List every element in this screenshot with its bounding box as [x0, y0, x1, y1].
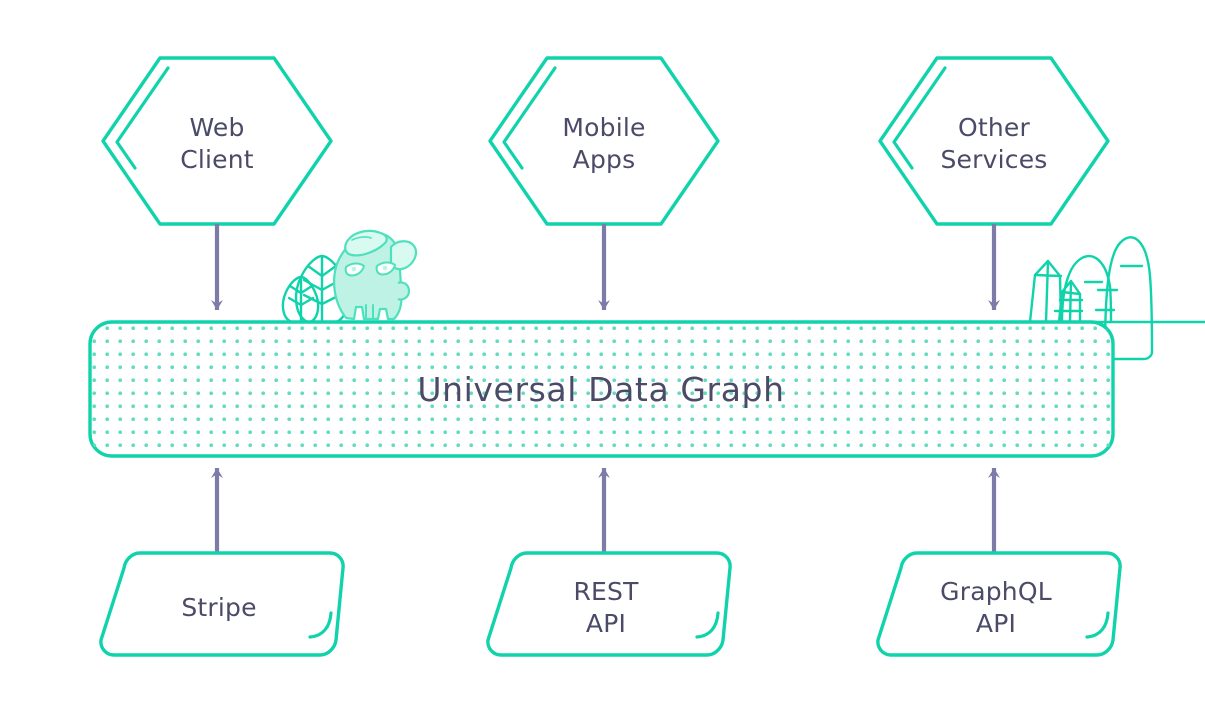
- source-boxes: Stripe REST API GraphQL API: [99, 551, 1122, 657]
- node-web-client[interactable]: Web Client: [101, 56, 333, 226]
- source-box-accent-arc: [1085, 611, 1110, 639]
- node-label-line1: Web: [189, 113, 244, 142]
- node-other-services[interactable]: Other Services: [878, 56, 1110, 226]
- node-graphql-api[interactable]: GraphQL API: [876, 551, 1122, 657]
- hill-small-icon: [1053, 255, 1113, 324]
- hexagon-accent-line: [115, 66, 170, 170]
- source-label-line1: REST: [573, 577, 639, 606]
- client-hexagons: Web Client Mobile Apps Other Services: [101, 56, 1110, 226]
- hexagon-shape: [488, 56, 720, 226]
- band-dot-pattern: [90, 322, 1113, 456]
- dinosaur-mascot-icon: [333, 229, 418, 321]
- source-box-shape: [99, 551, 345, 657]
- node-rest-api[interactable]: REST API: [486, 551, 732, 657]
- source-label-line2: API: [586, 609, 626, 638]
- source-box-shape: [486, 551, 732, 657]
- node-label-line1: Other: [958, 113, 1031, 142]
- downstream-arrows: [211, 224, 1000, 310]
- hexagon-shape: [101, 56, 333, 226]
- node-label-line1: Mobile: [562, 113, 645, 142]
- hexagon-accent-line: [502, 66, 557, 170]
- universal-data-graph-band[interactable]: Universal Data Graph: [88, 320, 1115, 458]
- node-label-line2: Services: [940, 145, 1047, 174]
- hexagon-accent-line: [892, 66, 947, 170]
- decoration-layer-right: [1016, 236, 1205, 361]
- crystal-cluster-icon: [1028, 259, 1082, 324]
- source-label-line1: Stripe: [181, 593, 256, 622]
- source-box-shape: [876, 551, 1122, 657]
- hexagon-shape: [878, 56, 1110, 226]
- node-label-line2: Apps: [573, 145, 636, 174]
- decoration-layer-left: [274, 229, 442, 324]
- source-label-line2: API: [976, 609, 1016, 638]
- source-box-accent-arc: [695, 611, 720, 639]
- upstream-arrows: [211, 468, 1000, 552]
- node-label-line2: Client: [180, 145, 254, 174]
- node-mobile-apps[interactable]: Mobile Apps: [488, 56, 720, 226]
- node-stripe[interactable]: Stripe: [99, 551, 345, 657]
- source-label-line1: GraphQL: [940, 577, 1052, 606]
- band-title: Universal Data Graph: [417, 370, 784, 409]
- source-box-accent-arc: [308, 611, 333, 639]
